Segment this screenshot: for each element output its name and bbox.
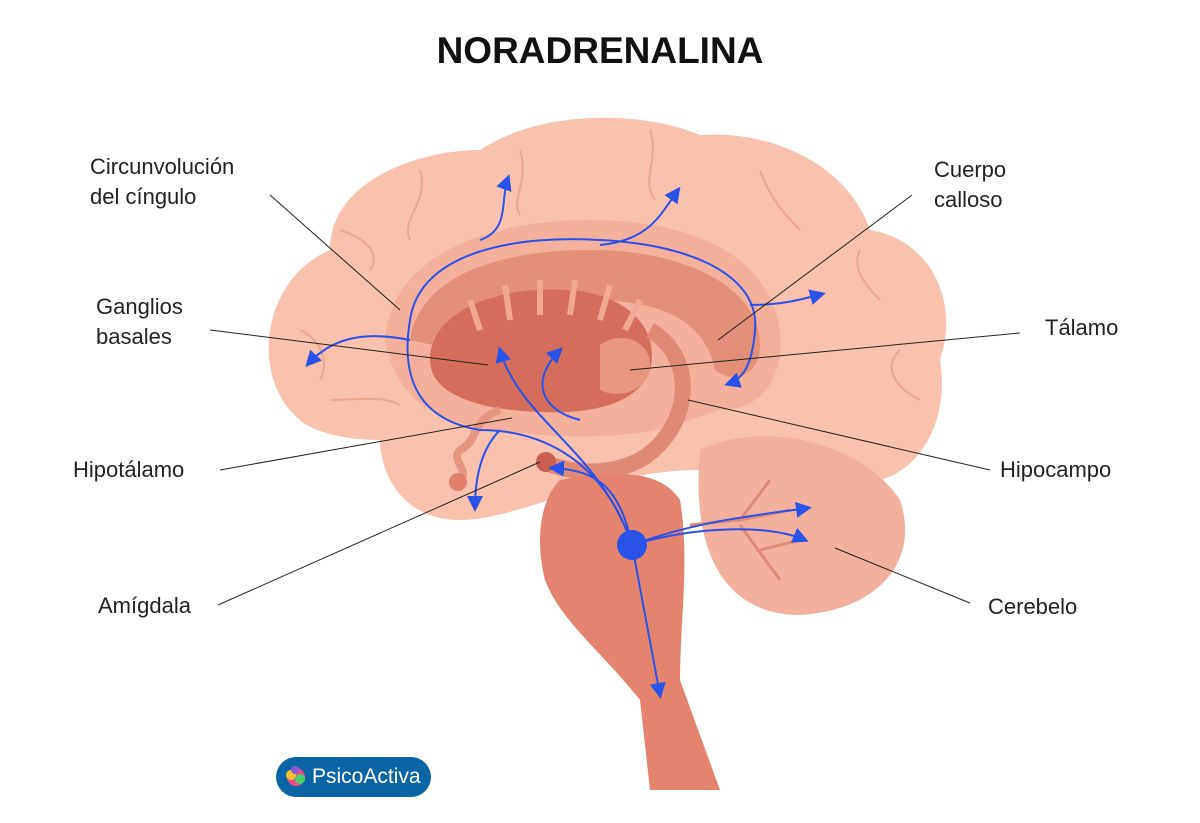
thalamus bbox=[430, 289, 652, 413]
brain-logo-icon bbox=[286, 766, 305, 786]
label-amygdala: Amígdala bbox=[98, 593, 191, 618]
locus-coeruleus bbox=[617, 530, 647, 560]
corpus-callosum bbox=[410, 250, 760, 377]
fornix-fibers bbox=[467, 279, 643, 332]
leader-lines bbox=[209, 194, 1021, 606]
hypothalamus-stalk bbox=[453, 406, 502, 483]
label-cerebellum: Cerebelo bbox=[988, 594, 1078, 619]
cerebellum bbox=[698, 436, 906, 615]
thalamus-inner bbox=[600, 337, 650, 394]
diagram-title: NORADRENALINA bbox=[436, 30, 764, 71]
label-basal-ganglia: Ganglios basales bbox=[96, 294, 183, 349]
psicoactiva-logo: PsicoActiva bbox=[276, 757, 431, 797]
label-hippocampus: Hipocampo bbox=[1000, 457, 1112, 482]
label-thalamus: Tálamo bbox=[1045, 315, 1119, 340]
label-hypothalamus: Hipotálamo bbox=[73, 457, 185, 482]
brainstem bbox=[540, 474, 720, 790]
noradrenaline-pathways bbox=[305, 174, 826, 699]
sulci bbox=[299, 129, 921, 406]
label-cingulate-gyrus: Circunvolución del cíngulo bbox=[90, 154, 235, 209]
label-corpus-callosum: Cuerpo calloso bbox=[934, 157, 1007, 212]
